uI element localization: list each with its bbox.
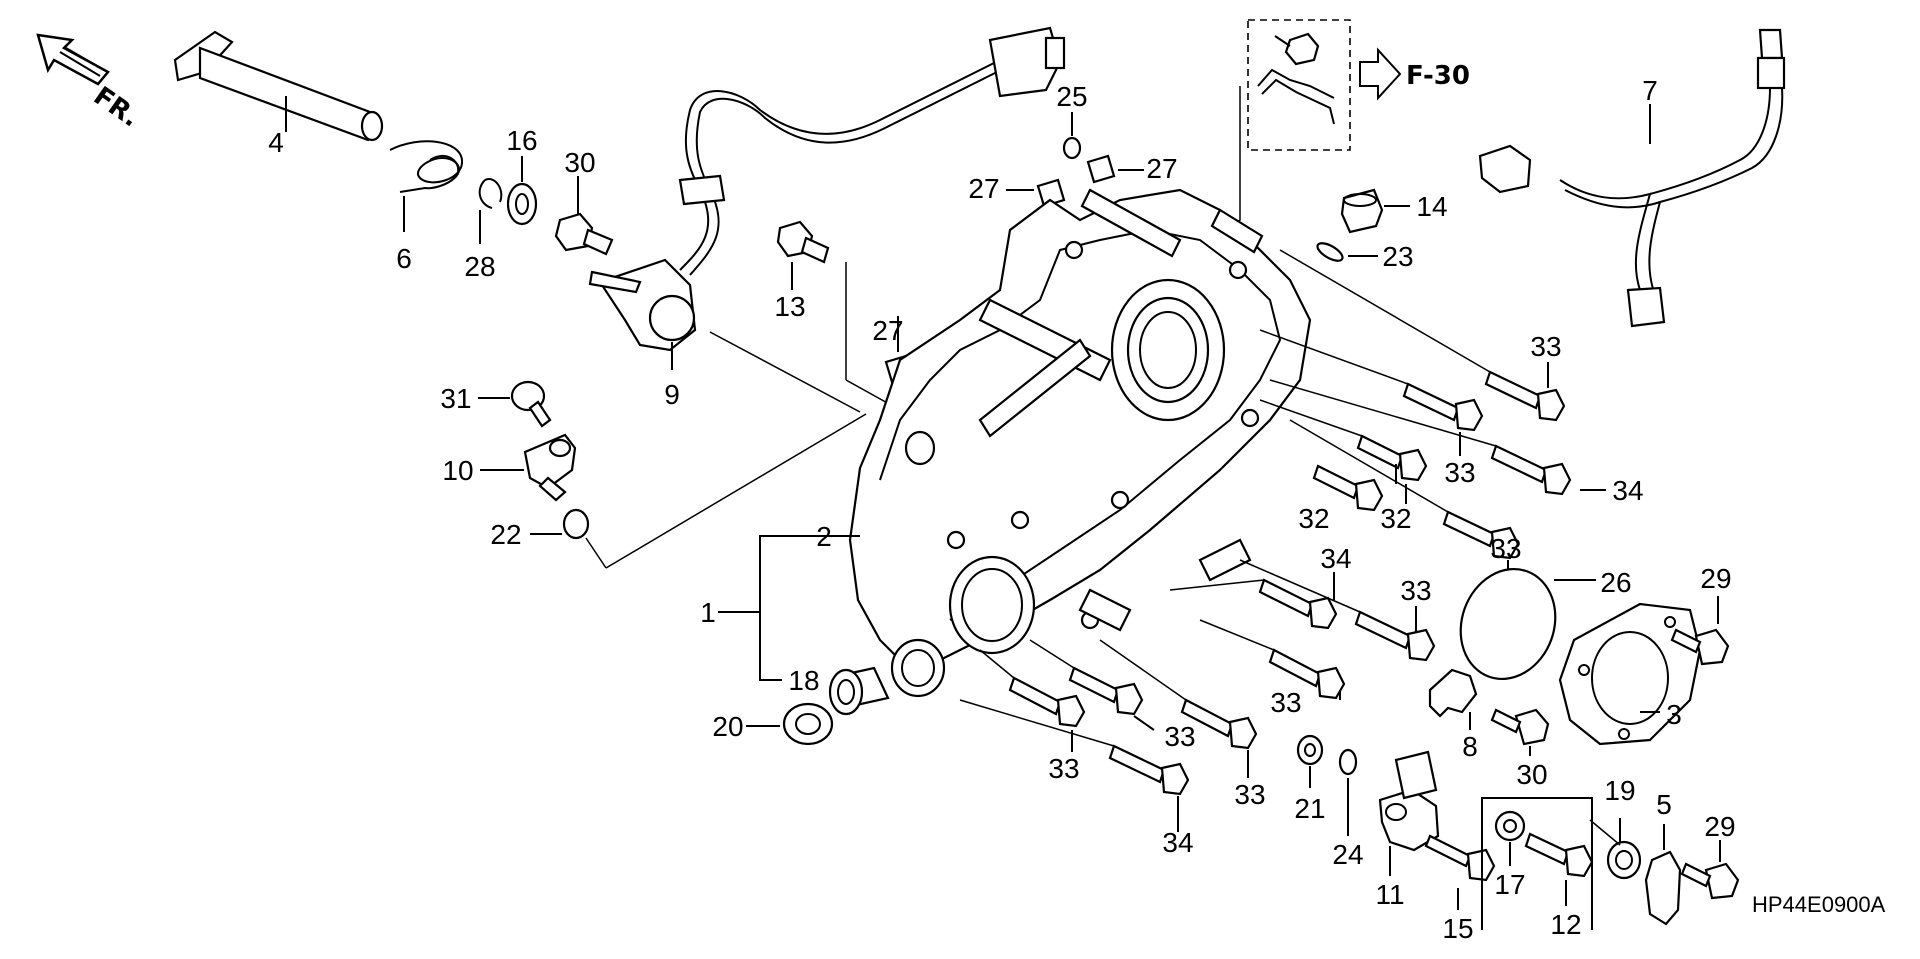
callout-4: 4: [268, 127, 284, 158]
callout-7: 7: [1642, 75, 1658, 106]
part-dowel-27-a[interactable]: [1036, 178, 1066, 208]
callout-23: 23: [1382, 241, 1413, 272]
reference-box: [1247, 19, 1351, 151]
part-circlip[interactable]: [478, 178, 503, 209]
part-bolts-center[interactable]: [1008, 578, 1436, 796]
callout-34-c: 34: [1162, 827, 1193, 858]
callout-8: 8: [1462, 731, 1478, 762]
part-washer-17[interactable]: [1494, 810, 1526, 842]
part-bolt-29-lower[interactable]: [1680, 862, 1740, 900]
callout-15: 15: [1442, 913, 1473, 944]
callout-30: 30: [564, 147, 595, 178]
callout-14: 14: [1416, 191, 1447, 222]
callout-18: 18: [788, 665, 819, 696]
callout-13: 13: [774, 291, 805, 322]
part-dowel-27-b[interactable]: [1086, 154, 1116, 184]
callout-29-b: 29: [1704, 811, 1735, 842]
part-bearing-18[interactable]: [828, 666, 890, 716]
reference-arrow-icon: [1359, 47, 1402, 101]
callout-33-e: 33: [1270, 687, 1301, 718]
part-clamp-8[interactable]: [1428, 668, 1478, 718]
callout-31: 31: [440, 383, 471, 414]
callout-33-a: 33: [1530, 331, 1561, 362]
part-o-ring-26[interactable]: [1446, 556, 1571, 693]
front-direction-arrow-icon: [36, 33, 110, 86]
part-bolt-13[interactable]: [776, 220, 830, 264]
callout-11: 11: [1375, 879, 1404, 910]
callout-6: 6: [396, 243, 412, 274]
callout-32-a: 32: [1298, 503, 1329, 534]
part-o-ring-23[interactable]: [1315, 240, 1345, 264]
callout-34-a: 34: [1612, 475, 1643, 506]
part-return-spring[interactable]: [389, 140, 464, 193]
callout-33-h: 33: [1234, 779, 1265, 810]
part-shift-shaft[interactable]: [173, 30, 384, 142]
part-bolt-31[interactable]: [510, 380, 552, 428]
part-bolt-30-lower[interactable]: [1490, 708, 1550, 746]
callout-30-b: 30: [1516, 759, 1547, 790]
part-speed-sensor[interactable]: [523, 433, 577, 502]
part-sensor-11[interactable]: [1378, 750, 1440, 852]
part-gear-position-switch[interactable]: [588, 26, 1066, 352]
callout-2: 2: [816, 521, 832, 552]
callout-32-b: 32: [1380, 503, 1411, 534]
callout-33-b: 33: [1444, 457, 1475, 488]
callout-12: 12: [1550, 909, 1581, 940]
part-wire-harness-7[interactable]: [1478, 28, 1786, 328]
callout-3: 3: [1666, 699, 1682, 730]
part-cover-plate-3[interactable]: [1558, 602, 1702, 746]
reference-bolt: [1257, 32, 1335, 125]
drawing-code: HP44E0900A: [1752, 892, 1886, 917]
callout-26: 26: [1600, 567, 1631, 598]
callout-22: 22: [490, 519, 521, 550]
part-bolt-12[interactable]: [1524, 832, 1594, 878]
callout-25: 25: [1056, 81, 1087, 112]
callout-9: 9: [664, 379, 680, 410]
callout-27-b: 27: [1146, 153, 1177, 184]
part-bolt-29-upper[interactable]: [1670, 628, 1730, 666]
part-washer-21[interactable]: [1296, 734, 1324, 766]
part-bolt-15[interactable]: [1424, 834, 1496, 882]
callout-33-f: 33: [1164, 721, 1195, 752]
part-washer-16[interactable]: [506, 182, 538, 226]
callout-1: 1: [700, 597, 716, 628]
callout-20: 20: [712, 711, 743, 742]
callout-27-a: 27: [968, 173, 999, 204]
part-plug-14[interactable]: [1340, 188, 1384, 234]
part-bolt-30-top[interactable]: [554, 212, 614, 256]
callout-29-a: 29: [1700, 563, 1731, 594]
part-plate-5[interactable]: [1644, 850, 1682, 926]
part-o-ring-22[interactable]: [562, 508, 590, 540]
callout-28: 28: [464, 251, 495, 282]
crankcase-cover-left[interactable]: [848, 188, 1312, 698]
part-oil-seal-20[interactable]: [782, 702, 834, 746]
callout-19: 19: [1604, 775, 1635, 806]
callout-33-c: 33: [1490, 533, 1521, 564]
callout-16: 16: [506, 125, 537, 156]
part-o-ring-24[interactable]: [1338, 748, 1358, 776]
callout-17: 17: [1494, 869, 1525, 900]
callout-33-d: 33: [1400, 575, 1431, 606]
front-label: FR.: [88, 81, 145, 133]
callout-33-g: 33: [1048, 753, 1079, 784]
part-25[interactable]: [1062, 136, 1082, 160]
callout-5: 5: [1656, 789, 1672, 820]
part-bolts-upper-right[interactable]: [1312, 370, 1572, 560]
callout-27-c: 27: [872, 315, 903, 346]
reference-label: F-30: [1406, 61, 1470, 91]
part-seal-19[interactable]: [1606, 840, 1642, 880]
callout-24: 24: [1332, 839, 1363, 870]
callout-10: 10: [442, 455, 473, 486]
callout-34-b: 34: [1320, 543, 1351, 574]
callout-21: 21: [1294, 793, 1325, 824]
